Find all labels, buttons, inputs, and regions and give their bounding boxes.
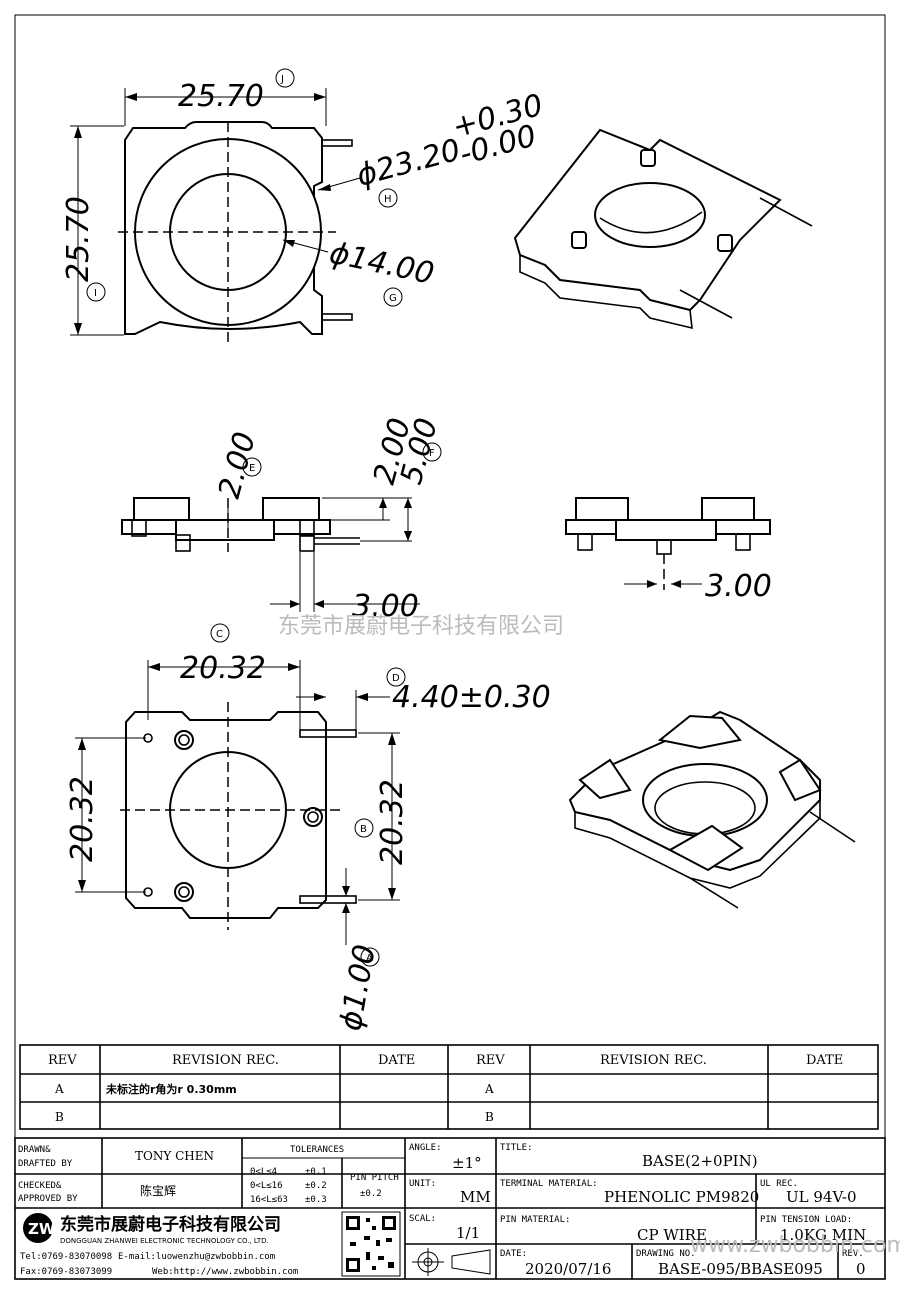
tol-range-1: 0<L≤4 xyxy=(250,1167,277,1177)
pin-pitch-value: ±0.2 xyxy=(360,1189,382,1199)
tag-c: C xyxy=(216,629,223,640)
tol-range-3: 16<L≤63 xyxy=(250,1195,288,1205)
rev-cell-a2: 未标注的r角为r 0.30mm xyxy=(105,1082,237,1096)
rev-cell-a1: A xyxy=(54,1082,64,1096)
drawing-no-label: DRAWING NO. xyxy=(636,1249,696,1259)
tolerances-label: TOLERANCES xyxy=(290,1145,344,1155)
checked-label: CHECKED& xyxy=(18,1181,62,1191)
ul-value: UL 94V-0 xyxy=(786,1188,857,1206)
inner-dia-dim: ϕ14.00 xyxy=(326,236,437,292)
pin-tension-label: PIN TENSION LOAD: xyxy=(760,1215,852,1225)
tag-j: J xyxy=(280,74,284,85)
pin-len-dim: 4.40±0.30 xyxy=(392,680,551,715)
ul-label: UL REC. xyxy=(760,1179,798,1189)
angle-label: ANGLE: xyxy=(409,1143,442,1153)
tol-val-3: ±0.3 xyxy=(305,1195,327,1205)
terminal-value: PHENOLIC PM9820 xyxy=(604,1188,759,1206)
terminal-label: TERMINAL MATERIAL: xyxy=(500,1179,598,1189)
scale-value: 1/1 xyxy=(456,1224,480,1242)
watermark: 东莞市展蔚电子科技有限公司 xyxy=(278,614,564,639)
end-dim-pin: 3.00 xyxy=(705,569,772,604)
top-view: 25.70 J 25.70 I ϕ23.20 +0.30 -0.00 H ϕ14… xyxy=(61,68,547,342)
tel: Tel:0769-83070098 xyxy=(20,1252,112,1262)
qr-code-icon xyxy=(341,1211,401,1277)
top-width-dim: 25.70 xyxy=(178,79,264,114)
revision-table: REV REVISION REC. DATE REV REVISION REC.… xyxy=(19,1044,879,1130)
bottom-view: C 20.32 4.40±0.30 D 20.3 xyxy=(65,623,551,1033)
checked-by: 陈宝辉 xyxy=(140,1183,176,1198)
company-name-cn: 东莞市展蔚电子科技有限公司 xyxy=(60,1214,281,1235)
drawn-label: DRAWN& xyxy=(18,1145,51,1155)
rev-cell-b4: B xyxy=(485,1110,494,1124)
iso-view-bottom xyxy=(568,710,856,909)
tag-f: F xyxy=(429,448,435,459)
projection-symbol-icon xyxy=(412,1248,491,1276)
company-name-en: DONGGUAN ZHANWEI ELECTRONIC TECHNOLOGY C… xyxy=(60,1237,269,1245)
scale-label: SCAL: xyxy=(409,1214,436,1224)
bottom-width-dim: 20.32 xyxy=(180,651,266,686)
pin-tension-value: 1.0KG MIN xyxy=(780,1226,866,1244)
rev-header-3: DATE xyxy=(378,1053,415,1068)
bottom-height-dim-right: 20.32 xyxy=(375,779,410,865)
tag-d: D xyxy=(392,673,400,684)
drawn-by: TONY CHEN xyxy=(135,1149,214,1163)
rev-header-6: DATE xyxy=(806,1053,843,1068)
svg-text:ZW: ZW xyxy=(28,1220,56,1238)
unit-value: MM xyxy=(460,1188,491,1206)
side-dim-a: 2.00 xyxy=(212,428,263,502)
pin-pitch-label: PIN PITCH xyxy=(350,1173,399,1183)
unit-label: UNIT: xyxy=(409,1179,436,1189)
rev-header-4: REV xyxy=(476,1053,505,1068)
email: E-mail:luowenzhu@zwbobbin.com xyxy=(118,1252,275,1262)
title-label: TITLE: xyxy=(500,1143,533,1153)
tag-a: A xyxy=(366,953,373,964)
fax: Fax:0769-83073099 xyxy=(20,1267,112,1277)
pin-dia-dim: ϕ1.00 xyxy=(333,942,383,1033)
pin-material-value: CP WIRE xyxy=(637,1226,707,1244)
tol-val-2: ±0.2 xyxy=(305,1181,327,1191)
title-block: DRAWN& DRAFTED BY TONY CHEN CHECKED& APP… xyxy=(14,1137,900,1280)
tol-val-1: ±0.1 xyxy=(305,1167,327,1177)
drawn-label-2: DRAFTED BY xyxy=(18,1159,73,1169)
outer-dia-dim: ϕ23.20 xyxy=(353,133,464,194)
iso-view-top xyxy=(513,128,813,330)
rev-header-5: REVISION REC. xyxy=(600,1053,707,1068)
tol-range-2: 0<L≤16 xyxy=(250,1181,283,1191)
rev-header-2: REVISION REC. xyxy=(172,1053,279,1068)
bottom-height-dim-left: 20.32 xyxy=(65,776,100,862)
rev-cell-a4: A xyxy=(484,1082,494,1096)
drawing-no-value: BASE-095/BBASE095 xyxy=(658,1260,823,1278)
angle-value: ±1° xyxy=(452,1154,482,1172)
rev-value: 0 xyxy=(856,1260,866,1278)
end-view: 3.00 xyxy=(565,497,772,604)
tag-i: I xyxy=(94,288,97,299)
rev-cell-b1: B xyxy=(55,1110,64,1124)
web: Web:http://www.zwbobbin.com xyxy=(152,1267,298,1277)
company-logo: ZW xyxy=(23,1213,56,1243)
date-value: 2020/07/16 xyxy=(525,1260,611,1278)
watermark-url: www.zwbobbin.com xyxy=(690,1233,900,1258)
pin-material-label: PIN MATERIAL: xyxy=(500,1215,570,1225)
rev-label: REV. xyxy=(842,1249,864,1259)
tag-h: H xyxy=(384,194,392,205)
tag-e: E xyxy=(249,463,255,474)
title-value: BASE(2+0PIN) xyxy=(642,1152,758,1170)
rev-header-1: REV xyxy=(48,1053,77,1068)
top-height-dim: 25.70 xyxy=(61,196,96,282)
checked-label-2: APPROVED BY xyxy=(18,1194,78,1204)
side-view: 2.00 5.00 F 2.00 E 3.00 xyxy=(121,414,445,624)
date-label: DATE: xyxy=(500,1249,527,1259)
tag-b: B xyxy=(360,824,367,835)
side-dim-pin: 3.00 xyxy=(352,589,419,624)
tag-g: G xyxy=(389,293,397,304)
